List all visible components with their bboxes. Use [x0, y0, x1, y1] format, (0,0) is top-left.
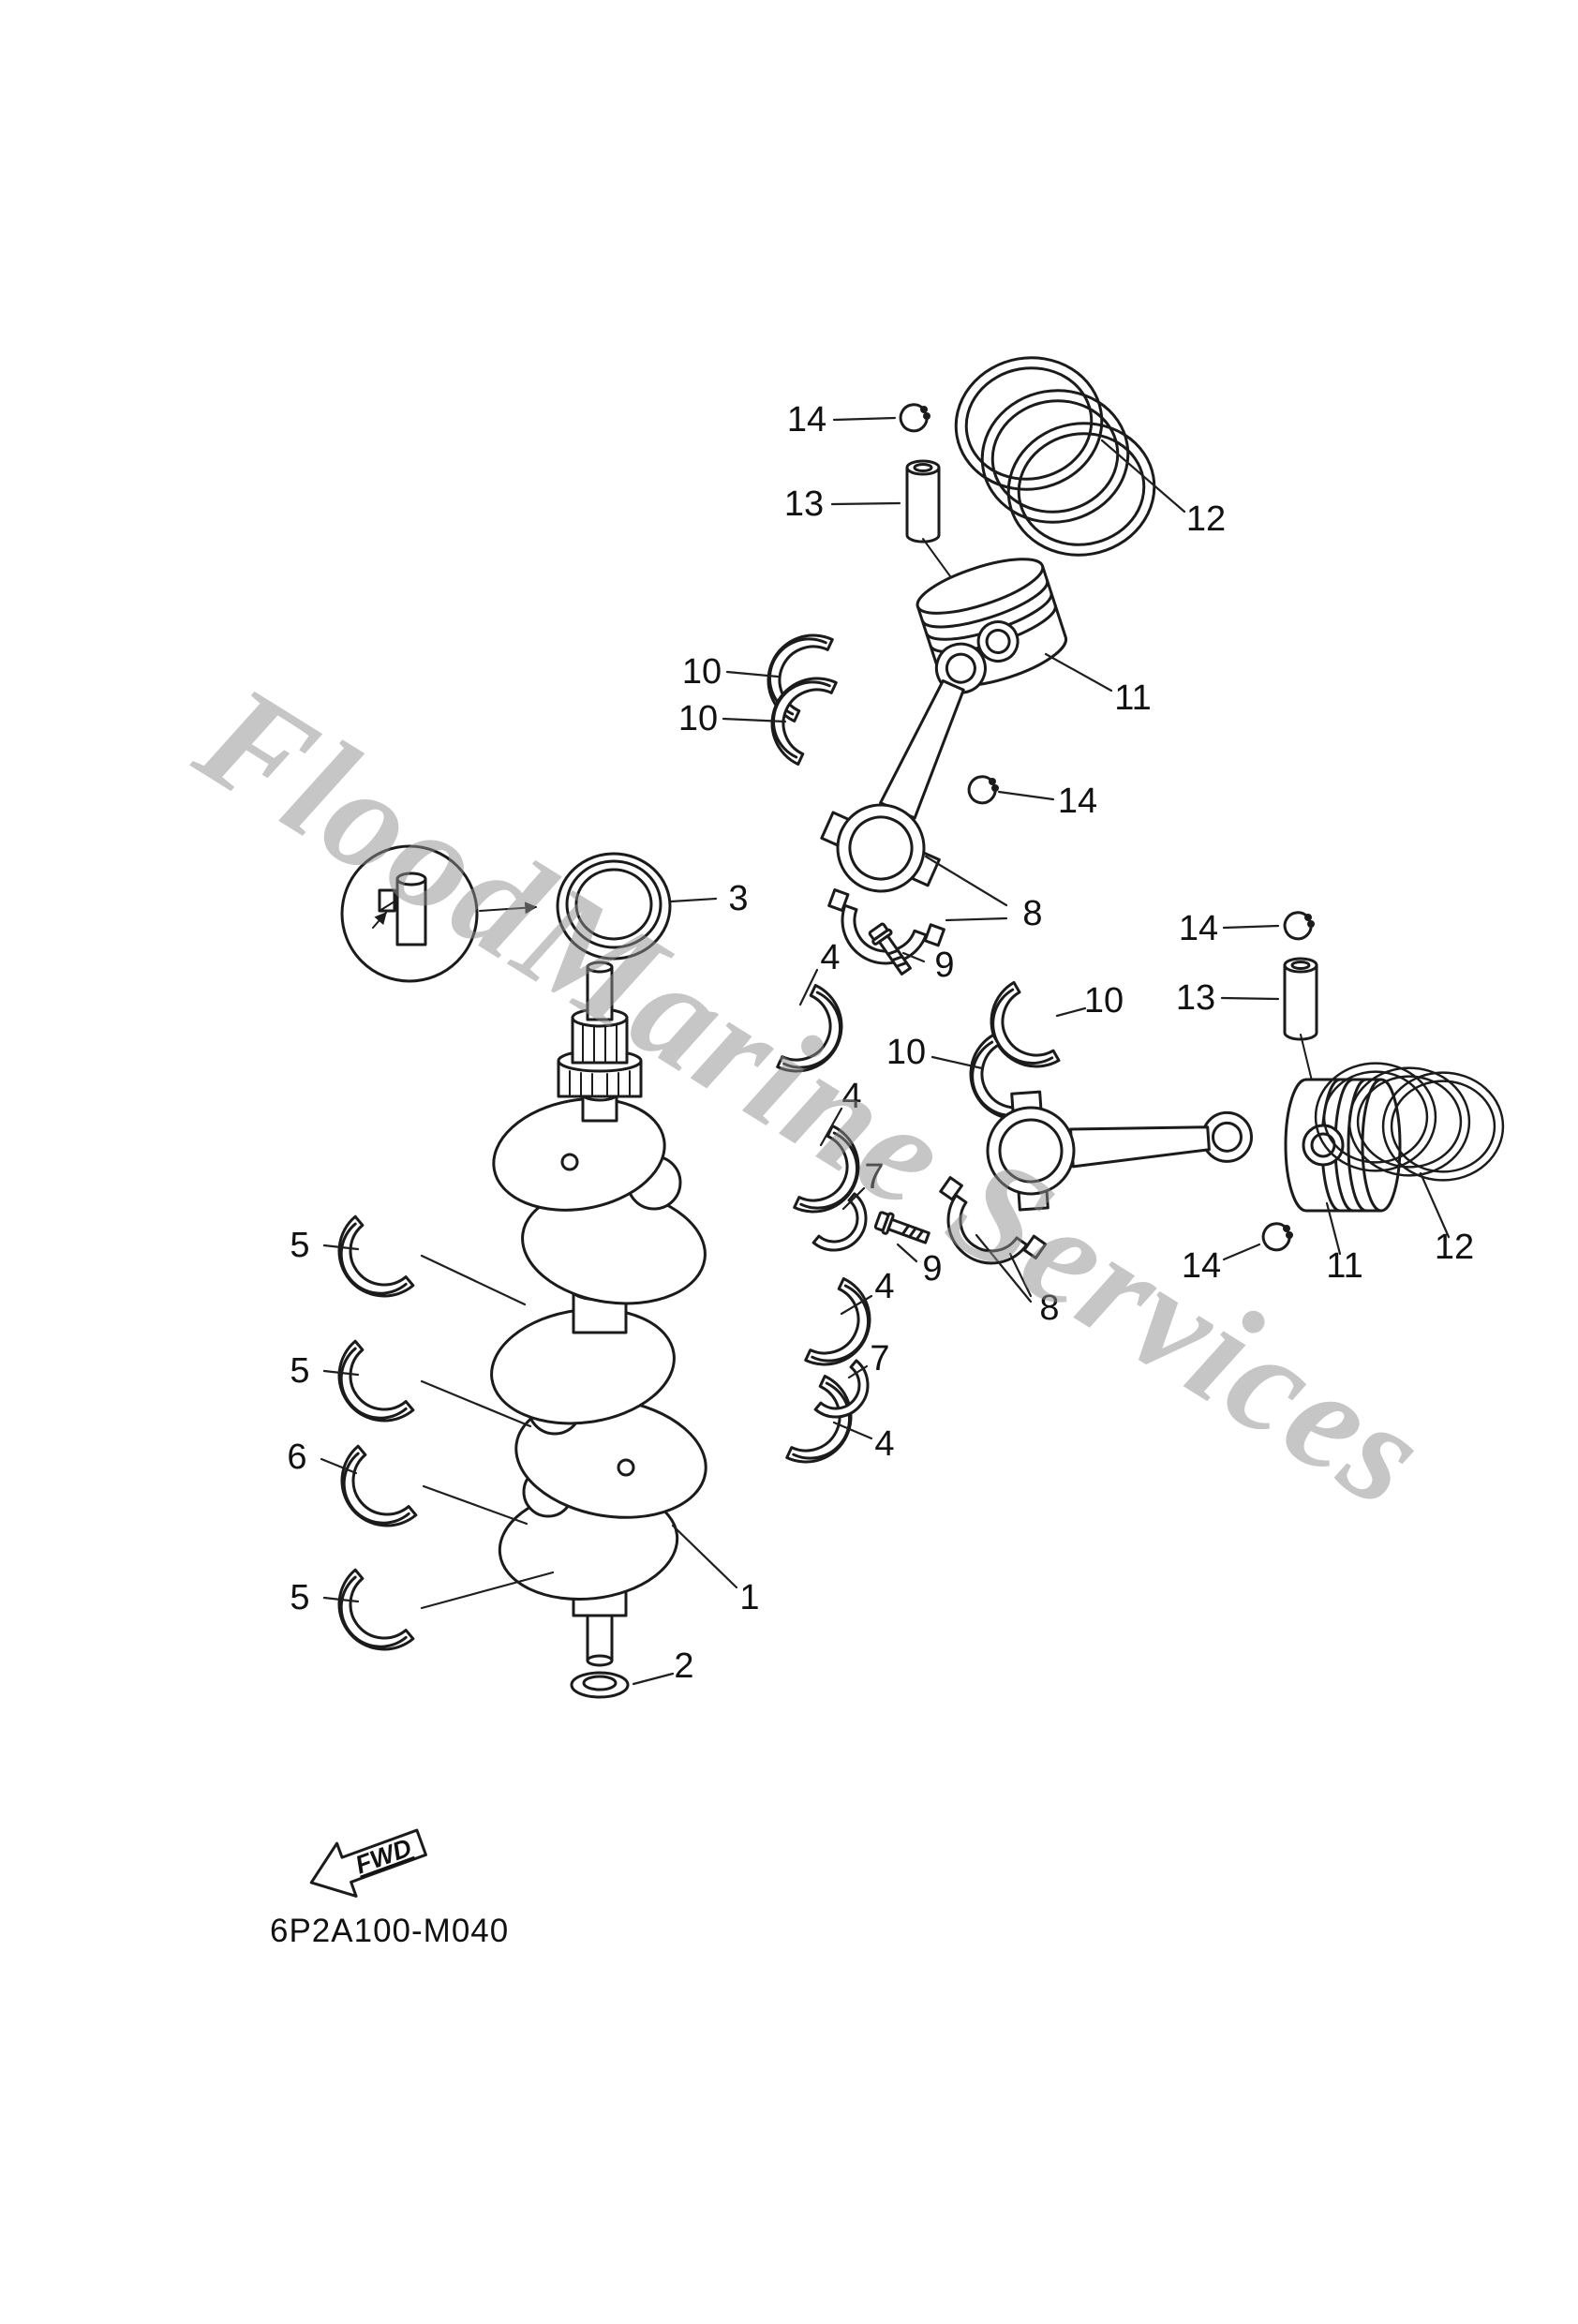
part-callout-7: 7: [870, 1339, 889, 1378]
part-callout-6: 6: [287, 1438, 306, 1477]
leader-line: [722, 717, 787, 723]
main-bearing-shell: [785, 1374, 868, 1479]
oil-seal: [556, 852, 672, 961]
crankshaft-drawing: [490, 961, 707, 1667]
leader-line: [901, 951, 926, 963]
part-callout-14: 14: [1179, 909, 1218, 948]
part-callout-5: 5: [290, 1578, 309, 1617]
part-callout-10: 10: [678, 699, 718, 738]
leader-line: [632, 1672, 675, 1686]
part-callout-9: 9: [922, 1249, 942, 1289]
leader-line: [725, 670, 780, 678]
part-callout-4: 4: [874, 1424, 894, 1464]
part-callout-10: 10: [682, 652, 722, 692]
leader-line: [320, 1457, 358, 1475]
circlip-icon: [899, 403, 930, 433]
leader-line: [420, 1571, 555, 1610]
rod-bearing-shell: [752, 618, 834, 723]
main-bearing-shell: [321, 1444, 418, 1546]
leader-line: [832, 416, 897, 422]
leader-line: [975, 1233, 1033, 1304]
leader-line: [669, 897, 718, 903]
part-callout-5: 5: [290, 1351, 309, 1391]
piston-upper: [910, 546, 1074, 699]
leader-line: [798, 968, 819, 1006]
leader-line: [832, 1421, 873, 1440]
leader-line: [997, 790, 1055, 801]
piston-ring: [970, 378, 1140, 535]
part-callout-11: 11: [1326, 1246, 1362, 1286]
leader-line: [322, 1244, 360, 1251]
leader-line: [847, 1364, 869, 1379]
part-callout-5: 5: [290, 1226, 309, 1265]
part-callout-7: 7: [864, 1157, 884, 1197]
part-callout-11: 11: [1114, 678, 1151, 718]
part-callout-8: 8: [1022, 894, 1042, 933]
leader-line: [896, 1243, 918, 1263]
leader-line: [1008, 1252, 1033, 1298]
part-callout-14: 14: [787, 400, 826, 439]
part-callout-13: 13: [784, 484, 824, 524]
leader-line: [1100, 439, 1186, 514]
piston-pin: [1283, 957, 1318, 1041]
rod-bearing-shell: [973, 980, 1061, 1085]
part-callout-14: 14: [1182, 1246, 1221, 1286]
leader-line: [1419, 1171, 1451, 1239]
part-callout-2: 2: [674, 1646, 693, 1686]
main-bearing-shell: [319, 1568, 415, 1670]
leader-line: [420, 1379, 532, 1428]
part-callout-10: 10: [886, 1033, 926, 1072]
leader-line: [1325, 1201, 1342, 1256]
fwd-label: FWD: [351, 1833, 415, 1879]
leader-line: [830, 501, 901, 506]
leader-line: [671, 1524, 738, 1589]
leader-line: [422, 1484, 528, 1526]
seal-detail-magnifier: [340, 844, 538, 983]
leader-line: [420, 1254, 527, 1306]
part-callout-4: 4: [874, 1267, 894, 1306]
leader-line: [1220, 996, 1280, 1001]
part-callout-9: 9: [934, 946, 954, 985]
part-callout-13: 13: [1176, 978, 1215, 1018]
circlip-icon: [967, 775, 999, 805]
piston-ring-set-upper: [944, 345, 1167, 568]
leader-line: [1055, 1006, 1087, 1018]
leader-line: [1222, 1243, 1261, 1261]
main-bearing-shell: [319, 1214, 415, 1317]
leader-line: [924, 855, 1008, 907]
part-code: 6P2A100-M040: [270, 1913, 509, 1949]
leader-line: [945, 916, 1008, 922]
leader-line: [1222, 924, 1280, 930]
part-callout-3: 3: [728, 879, 748, 918]
part-callout-4: 4: [820, 938, 840, 977]
leader-line: [1044, 652, 1113, 693]
part-callout-10: 10: [1084, 981, 1124, 1020]
piston-right: [1284, 1078, 1402, 1213]
circlip-icon: [1261, 1222, 1293, 1252]
fwd-arrow: FWD: [309, 1828, 427, 1898]
part-callout-4: 4: [841, 1077, 861, 1116]
piston-pin: [905, 459, 941, 544]
leader-line: [819, 1107, 843, 1147]
thrust-washer: [570, 1671, 630, 1699]
leader-line: [841, 1186, 866, 1211]
leader-line: [322, 1369, 360, 1377]
leader-line: [930, 1055, 984, 1070]
part-callout-8: 8: [1039, 1289, 1059, 1328]
leader-line: [840, 1294, 873, 1316]
part-callout-1: 1: [739, 1578, 759, 1617]
leader-line: [322, 1596, 360, 1603]
part-callout-12: 12: [1186, 499, 1226, 539]
main-bearing-shell: [319, 1339, 415, 1441]
part-callout-14: 14: [1058, 782, 1097, 821]
circlip-icon: [1283, 911, 1315, 941]
part-callout-12: 12: [1435, 1228, 1474, 1267]
